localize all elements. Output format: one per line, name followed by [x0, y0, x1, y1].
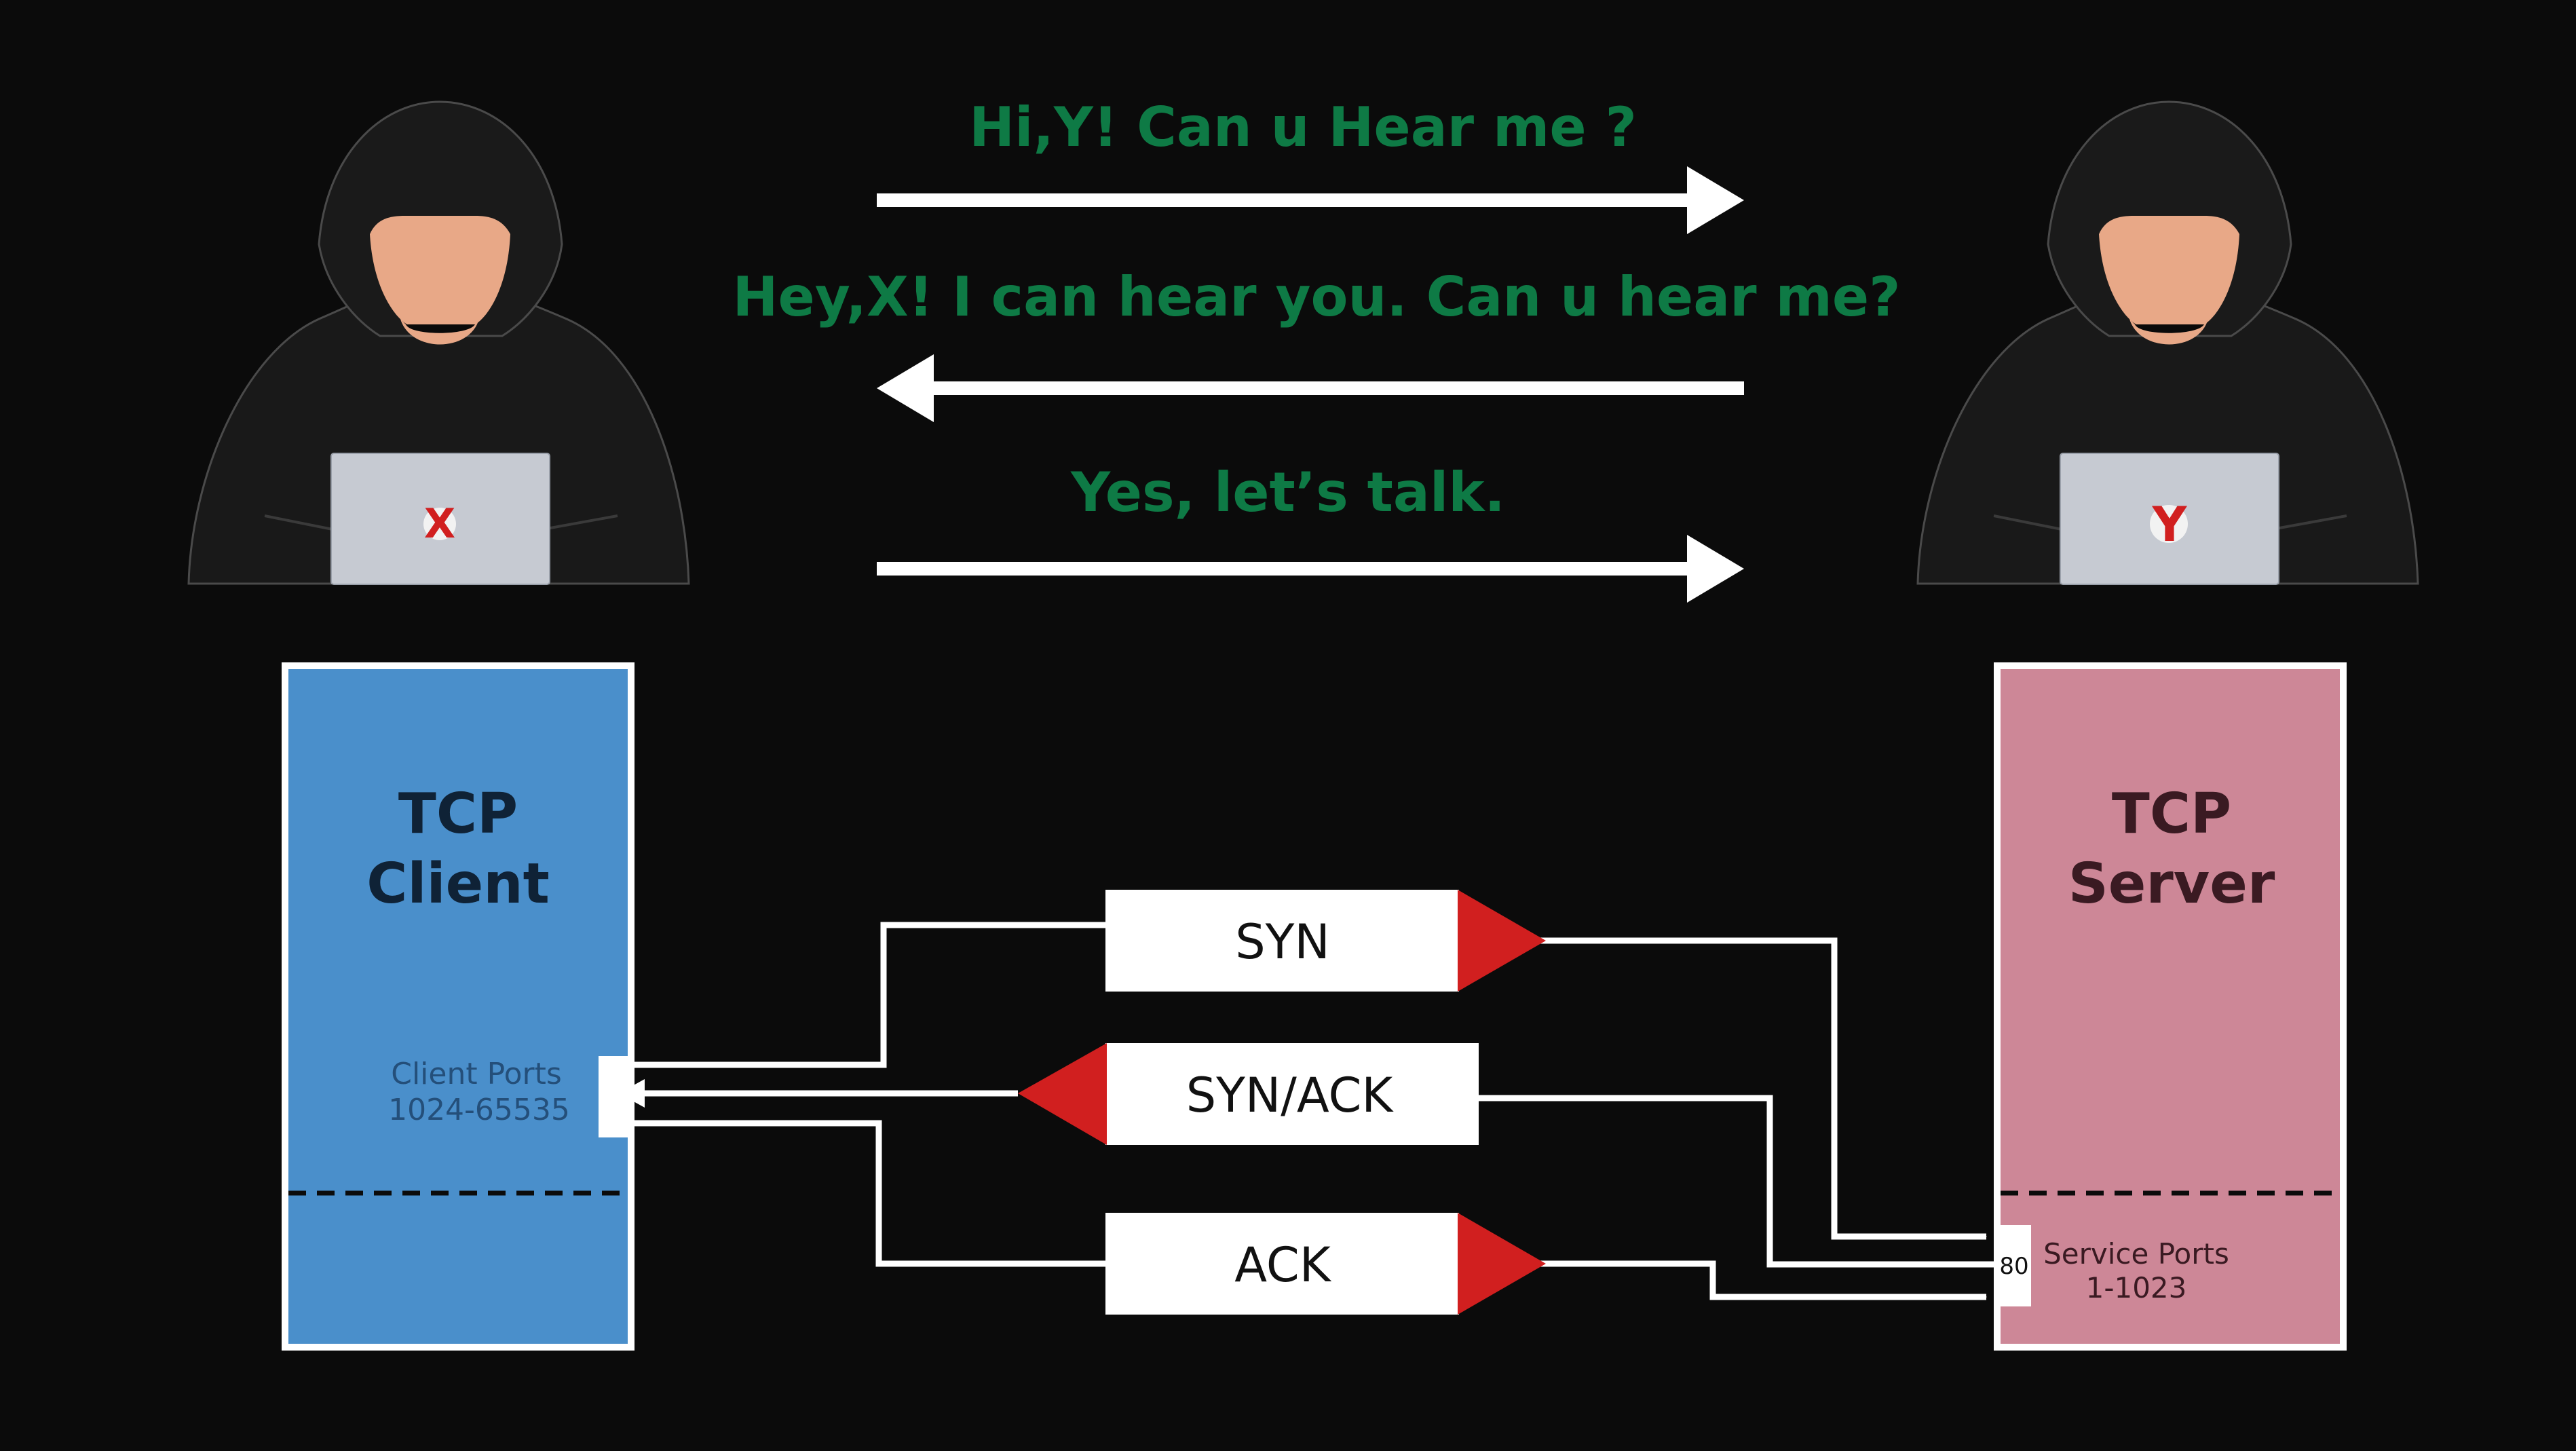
laptop-logo-y: [2150, 505, 2188, 543]
synack-label: SYN/ACK: [1186, 1068, 1395, 1123]
laptop-letter-x: X: [424, 500, 455, 548]
face: [370, 216, 510, 324]
server-port-socket: [1997, 1225, 2031, 1306]
arrow-left-2: [877, 354, 1744, 422]
arrow-right-3: [877, 535, 1744, 603]
server-ports-range: 1-1023: [2086, 1271, 2187, 1304]
laptop-logo-x: [423, 508, 456, 540]
tcp-client-box: TCP Client Client Ports 1024-65535: [282, 662, 634, 1351]
syn-connector-right: [1540, 937, 1987, 1240]
client-ports-label: Client Ports: [391, 1057, 562, 1091]
arrow-right-1: [877, 166, 1744, 234]
server-ports-label: Service Ports: [2043, 1237, 2229, 1270]
hacker-y-illustration: Y: [1916, 100, 2419, 585]
syn-connector-left: [631, 922, 1105, 1068]
handshake-connectors: [631, 922, 1997, 1300]
syn-label: SYN: [1235, 914, 1330, 970]
hacker-x-illustration: X: [187, 100, 690, 585]
server-port-number: 80: [1999, 1253, 2028, 1280]
ack-label: ACK: [1234, 1237, 1332, 1293]
message-2: Hey,X! I can hear you. Can u hear me?: [732, 265, 1900, 328]
client-ports-range: 1024-65535: [388, 1093, 570, 1127]
synack-packet: SYN/ACK: [1018, 1043, 1479, 1145]
face: [2099, 216, 2239, 324]
client-title-line1: TCP: [398, 782, 518, 846]
laptop-letter-y: Y: [2152, 497, 2188, 552]
message-3: Yes, let’s talk.: [1070, 461, 1505, 524]
synack-arrow-tip: [619, 1079, 645, 1108]
ack-connector-left: [631, 1120, 1105, 1267]
syn-packet: SYN: [1105, 890, 1546, 992]
message-1: Hi,Y! Can u Hear me ?: [969, 96, 1637, 159]
ack-packet: ACK: [1105, 1213, 1546, 1315]
server-title-line2: Server: [2068, 852, 2275, 916]
ack-connector-right: [1540, 1260, 1987, 1300]
server-title-line1: TCP: [2112, 782, 2231, 846]
client-title-line2: Client: [366, 852, 550, 916]
tcp-server-box: TCP Server 80 Service Ports 1-1023: [1994, 662, 2347, 1351]
synack-connector-right: [1479, 1095, 1997, 1268]
